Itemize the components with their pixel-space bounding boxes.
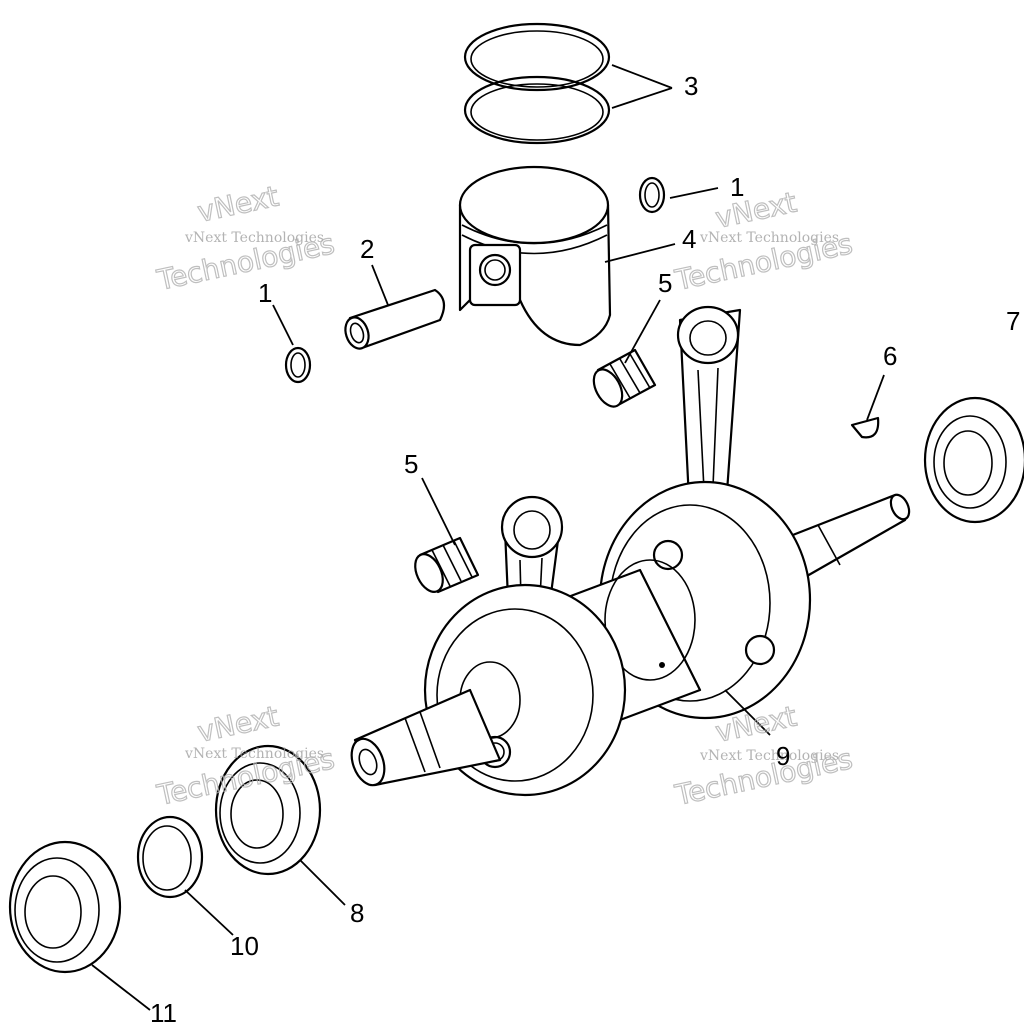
main-bearing-right [923, 396, 1024, 524]
svg-text:vNext: vNext [713, 186, 800, 235]
callout-7: 7 [1006, 306, 1020, 336]
main-bearing-left [214, 744, 322, 876]
watermark-topleft: vNext vNext Technologies Technologies [153, 179, 338, 298]
needle-bearing-upper [592, 348, 657, 408]
callout-5-lower: 5 [404, 449, 418, 479]
callout-11: 11 [150, 998, 177, 1024]
callout-10: 10 [230, 931, 259, 961]
piston [458, 165, 612, 347]
callout-2: 2 [360, 234, 374, 264]
callout-labels: 3 1 4 2 1 5 7 6 5 9 8 10 11 [150, 71, 1020, 1024]
circlip-right [638, 176, 666, 214]
svg-text:vNext Technologies: vNext Technologies [699, 748, 839, 764]
callout-3: 3 [684, 71, 698, 101]
piston-rings [463, 22, 611, 145]
svg-text:vNext: vNext [195, 700, 282, 749]
callout-1-left: 1 [258, 278, 272, 308]
leader-lines [91, 64, 885, 1011]
callout-4: 4 [682, 224, 696, 254]
svg-text:vNext Technologies: vNext Technologies [699, 230, 839, 246]
callout-8: 8 [350, 898, 364, 928]
wrist-pin [344, 288, 446, 350]
svg-text:vNext: vNext [195, 180, 282, 229]
crankshaft-assembly [350, 305, 911, 797]
callout-5-upper: 5 [658, 268, 672, 298]
spacer-ring [136, 815, 204, 899]
circlip-left [284, 346, 312, 384]
svg-text:vNext Technologies: vNext Technologies [184, 230, 324, 246]
svg-text:vNext Technologies: vNext Technologies [184, 746, 324, 762]
callout-9: 9 [776, 741, 790, 771]
watermark-topright: vNext vNext Technologies Technologies [671, 185, 856, 298]
callout-1-right: 1 [730, 172, 744, 202]
woodruff-key [850, 416, 880, 439]
oil-seal [8, 840, 122, 974]
needle-bearing-lower [414, 536, 480, 594]
callout-6: 6 [883, 341, 897, 371]
